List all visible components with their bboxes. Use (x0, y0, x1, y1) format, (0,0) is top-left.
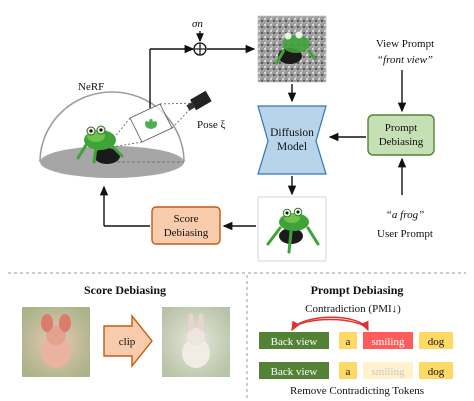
token-a (339, 332, 357, 349)
frog-nerf-icon (76, 125, 124, 164)
camera-icon (186, 90, 212, 111)
token-smiling-removed (363, 362, 413, 379)
user-prompt-title: User Prompt (377, 228, 433, 240)
token-a-label: a (346, 336, 351, 348)
blurry-rabbit-image (22, 307, 90, 377)
contradiction-label: Contradiction (PMI↓) (305, 303, 401, 315)
contradiction-arrow-left (291, 318, 369, 332)
token-dog (419, 332, 453, 349)
diffusion-label-2: Model (277, 141, 307, 153)
noise-add-icon (193, 42, 207, 56)
token-smiling (363, 332, 413, 349)
token-back-view-2 (259, 362, 329, 379)
diffusion-label-1: Diffusion (270, 127, 314, 139)
diffusion-model-box (257, 105, 327, 175)
clean-rabbit-image (162, 307, 230, 377)
nerf-label: NeRF (78, 81, 104, 93)
score-debias-label-2: Debiasing (164, 227, 209, 239)
frog-small-icon (145, 118, 157, 129)
token-dog-label: dog (428, 336, 445, 348)
token-a-2-label: a (346, 366, 351, 378)
nerf-dome (39, 91, 185, 163)
score-debias-label-1: Score (173, 213, 198, 225)
prompt-debiasing-box (367, 114, 435, 156)
prompt-debias-label-1: Prompt (385, 122, 417, 134)
sigma-label: σn (192, 18, 203, 30)
token-a-2 (339, 362, 357, 379)
token-back-view-label: Back view (271, 336, 318, 348)
prompt-debias-label-2: Debiasing (379, 136, 424, 148)
nerf-scene (39, 90, 212, 178)
token-smiling-label: smiling (371, 336, 405, 348)
view-prompt-title: View Prompt (376, 38, 434, 50)
score-debiasing-box (151, 206, 221, 245)
clip-label: clip (119, 336, 136, 348)
noisy-image (257, 15, 327, 83)
prompt-debiasing-title: Prompt Debiasing (311, 283, 404, 297)
token-dog-2-label: dog (428, 366, 445, 378)
token-dog-2 (419, 362, 453, 379)
user-prompt-value: “a frog” (386, 209, 424, 221)
score-debiasing-title: Score Debiasing (84, 283, 166, 297)
pose-label: Pose ξ (197, 119, 226, 131)
view-prompt-value: “front view” (377, 54, 433, 66)
remove-tokens-label: Remove Contradicting Tokens (290, 385, 424, 397)
token-back-view (259, 332, 329, 349)
clip-arrow (103, 314, 153, 368)
denoised-image (257, 196, 327, 262)
token-smiling-removed-label: smiling (371, 366, 405, 378)
token-back-view-2-label: Back view (271, 366, 318, 378)
